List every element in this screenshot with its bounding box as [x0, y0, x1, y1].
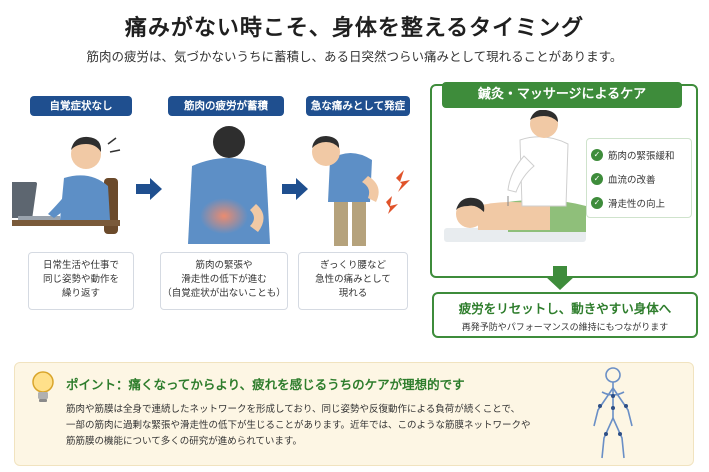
- arrow-right-icon: [282, 178, 308, 200]
- benefit-item: ✓ 血流の改善: [591, 167, 687, 191]
- stage-1-label: 自覚症状なし: [30, 96, 132, 116]
- back-pain-illustration: [312, 136, 410, 246]
- page-subtitle: 筋肉の疲労は、気づかないうちに蓄積し、ある日突然つらい痛みとして現れることがあり…: [86, 49, 623, 64]
- page-title: 痛みがない時こそ、身体を整えるタイミング: [124, 16, 585, 41]
- check-icon: ✓: [591, 173, 603, 185]
- lightbulb-icon: [32, 371, 54, 402]
- point-body: 筋肉や筋膜は全身で連続したネットワークを形成しており、同じ姿勢や反復動作による負…: [66, 404, 531, 447]
- benefit-item: ✓ 滑走性の向上: [591, 191, 687, 215]
- arrow-right-icon: [136, 178, 162, 200]
- check-icon: ✓: [591, 149, 603, 161]
- point-panel: [14, 362, 694, 466]
- massage-treatment-illustration: [444, 110, 586, 242]
- result-box: 疲労をリセットし、動きやすい身体へ 再発予防やパフォーマンスの維持にもつながりま…: [432, 292, 698, 338]
- benefit-item: ✓ 筋肉の緊張緩和: [591, 143, 687, 167]
- point-title: ポイント：痛くなってからより、疲れを感じるうちのケアが理想的です: [66, 377, 465, 392]
- care-heading: 鍼灸・マッサージによるケア: [442, 82, 682, 108]
- result-sub: 再発予防やパフォーマンスの維持にもつながります: [461, 323, 669, 333]
- stage-3-label: 急な痛みとして発症: [306, 96, 410, 116]
- benefit-list: ✓ 筋肉の緊張緩和 ✓ 血流の改善 ✓ 滑走性の向上: [586, 138, 692, 218]
- stage-2-label: 筋肉の疲労が蓄積: [168, 96, 284, 116]
- stage-1-description: 日常生活や仕事で 同じ姿勢や動作を 繰り返す: [28, 252, 134, 310]
- office-worker-illustration: [12, 136, 121, 234]
- stage-3-description: ぎっくり腰など 急性の痛みとして 現れる: [298, 252, 408, 310]
- arrow-down-icon: [545, 266, 575, 290]
- back-fatigue-illustration: [188, 126, 270, 244]
- check-icon: ✓: [591, 197, 603, 209]
- anatomy-figure-icon: [593, 367, 633, 459]
- result-main: 疲労をリセットし、動きやすい身体へ: [458, 301, 672, 316]
- stage-2-description: 筋肉の緊張や 滑走性の低下が進む （自覚症状が出ないことも）: [160, 252, 288, 310]
